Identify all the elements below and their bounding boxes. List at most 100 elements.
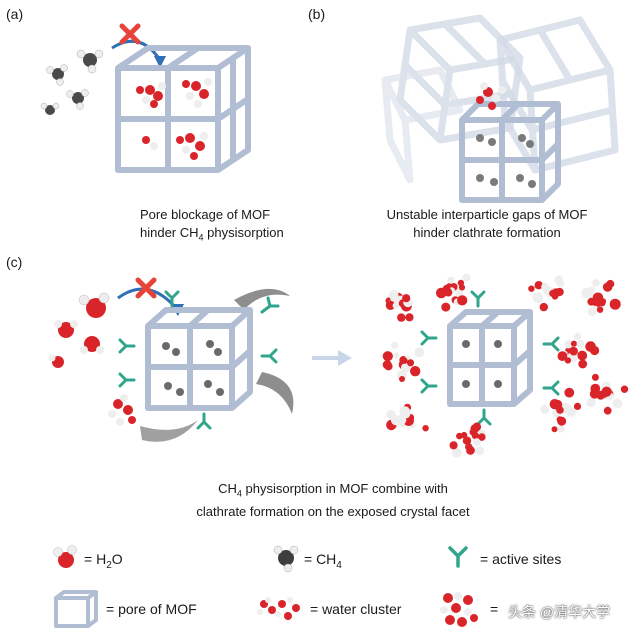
methane-molecule	[462, 340, 502, 388]
water-cluster-atom	[551, 426, 558, 433]
water-cluster-atom	[399, 356, 407, 364]
subscript: 4	[336, 559, 342, 571]
gas-flow	[140, 420, 198, 442]
water-cluster-atom	[382, 351, 393, 362]
caption-line: Unstable interparticle gaps of MOF	[386, 207, 588, 222]
water-cluster-atom	[388, 290, 399, 301]
legend-pore: = pore of MOF	[106, 601, 197, 617]
water-cluster-atom	[410, 366, 421, 377]
water-cluster-atom	[551, 293, 559, 300]
gas-flow	[234, 288, 290, 310]
mof-cube	[496, 16, 619, 174]
water-cluster-atom	[457, 279, 465, 287]
watermark: 头条 @清华大学	[508, 604, 611, 620]
panel-b-caption: Unstable interparticle gaps of MOF hinde…	[368, 206, 606, 242]
mof-cube	[447, 309, 533, 407]
methane-molecule	[476, 134, 536, 188]
water-cluster-atom	[441, 302, 451, 312]
water-cluster-atom	[385, 300, 396, 310]
water-cluster-atom	[592, 305, 599, 313]
water-cluster-atom	[472, 438, 481, 447]
mof-cube	[145, 307, 253, 411]
water-cluster-atom	[586, 397, 596, 408]
water-cluster-atom	[475, 446, 485, 456]
water-molecule-icon	[53, 545, 77, 568]
water-cluster-atom	[570, 340, 578, 347]
water-cluster-atom	[581, 287, 592, 299]
water-cluster-atom	[592, 279, 600, 287]
water-cluster-atom	[603, 406, 612, 415]
water-cluster-atom	[569, 346, 578, 356]
blocked-x-icon	[135, 277, 157, 299]
mof-cube	[115, 45, 251, 173]
water-molecule	[78, 292, 110, 318]
water-cluster-atom	[392, 302, 399, 309]
water-cluster-atom	[592, 292, 604, 304]
water-cluster	[136, 78, 212, 160]
water-cluster-atom	[606, 279, 615, 288]
water-cluster-atom	[471, 432, 479, 440]
water-cluster-atom	[601, 386, 612, 397]
water-cluster-atom	[534, 281, 543, 290]
legend-text: = CH	[304, 551, 337, 567]
active-site	[420, 290, 560, 426]
clathrate-icon	[440, 592, 478, 627]
subscript: 2	[106, 559, 112, 571]
caption-text: physisorption in MOF combine with	[241, 481, 448, 496]
legend-clathrate: =	[490, 601, 499, 617]
legend-water-cluster: = water cluster	[310, 601, 402, 617]
panel-c-label: (c)	[6, 254, 23, 270]
panel-a-caption: Pore blockage of MOF hinder CH4 physisor…	[140, 206, 284, 247]
water-cluster-atom	[449, 441, 458, 450]
mof-cube	[381, 66, 464, 184]
water-cluster-atom	[406, 359, 415, 367]
water-cluster-atom	[540, 405, 550, 414]
water-cluster-atom	[574, 332, 582, 340]
methane-icon	[273, 545, 299, 573]
water-cluster-atom	[556, 279, 565, 288]
water-cluster-atom	[612, 398, 623, 409]
water-cluster-atom	[576, 339, 585, 348]
water-cluster-atom	[573, 402, 582, 410]
legend-h2o: = H2O	[84, 551, 123, 571]
methane-molecule	[66, 89, 89, 110]
water-cluster-atom	[528, 285, 535, 292]
water-cluster-atom	[577, 350, 588, 361]
water-cluster-atom	[457, 295, 468, 306]
caption-text: physisorption	[203, 225, 284, 240]
mof-pore-icon	[54, 590, 98, 628]
water-cluster-atom	[620, 385, 629, 393]
water-cluster-atom	[402, 294, 411, 303]
water-cluster-atom	[414, 347, 425, 358]
panel-c-caption: CH4 physisorption in MOF combine with cl…	[186, 480, 480, 521]
gas-flow	[256, 372, 294, 414]
water-cluster-atom	[564, 340, 573, 349]
water-cluster-atom	[557, 425, 565, 433]
caption-text: CH	[218, 481, 237, 496]
water-cluster-atom	[557, 351, 568, 361]
water-cluster-atom	[395, 414, 407, 426]
water-molecule	[80, 336, 104, 354]
water-cluster-group	[382, 273, 629, 458]
water-cluster-atom	[478, 433, 486, 441]
water-cluster-atom	[564, 387, 575, 398]
legend-active-sites: = active sites	[480, 551, 562, 567]
legend-ch4: = CH4	[304, 551, 342, 571]
water-cluster-atom	[393, 352, 400, 359]
mof-cube	[459, 101, 561, 203]
water-cluster-atom	[470, 424, 480, 434]
legend-text: O	[111, 551, 123, 567]
water-cluster-atom	[556, 416, 563, 423]
water-cluster-atom	[460, 431, 468, 439]
subscript: 4	[198, 232, 204, 243]
water-cluster	[108, 394, 136, 426]
water-cluster-atom	[447, 276, 455, 284]
panel-a-label: (a)	[6, 6, 24, 22]
water-cluster-atom	[556, 406, 564, 414]
caption-line: clathrate formation on the exposed cryst…	[196, 503, 470, 519]
water-cluster-atom	[596, 306, 604, 313]
water-molecule	[54, 320, 78, 338]
water-cluster-atom	[405, 313, 414, 322]
